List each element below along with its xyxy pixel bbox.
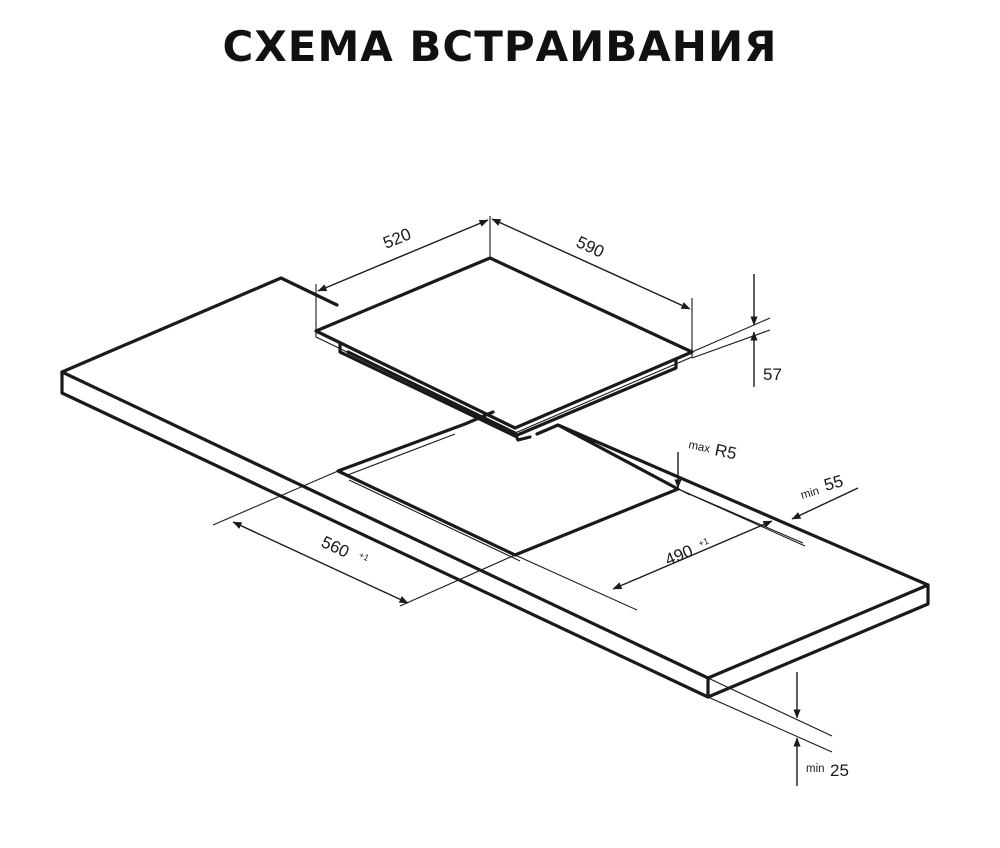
dim-front-gap: min 55 [677,471,859,547]
dim-worktop-thickness: min 25 [707,672,849,786]
dimension-line-590 [491,218,691,310]
radius-label: R5 [713,440,738,463]
hob-glass-top [314,256,694,430]
extension-line [514,488,804,611]
dim-cutout-depth: 490 +1 [514,488,804,611]
dim-label-590: 590 [573,232,607,261]
thickness-prefix: min [806,763,825,775]
dimension-line-520 [317,219,489,292]
hob-bottom [346,350,532,442]
dim-label-520: 520 [380,224,413,252]
worktop [60,276,930,699]
hob [314,256,694,442]
dimension-line-560 [232,521,409,604]
dim-tolerance-490: +1 [697,536,710,549]
front-gap-label: 55 [822,471,845,494]
worktop-side-edge [706,583,930,699]
radius-prefix: max [687,439,711,455]
extension-line [315,216,491,331]
extension-line [212,470,516,607]
dim-tolerance-560: +1 [357,550,371,563]
page-title: СХЕМА ВСТРАИВАНИЯ [222,22,778,71]
worktop-top-outline [60,276,930,680]
front-gap-prefix: min [800,485,821,502]
cutout-inner-edge [344,430,691,562]
dim-label-560: 560 [318,532,352,561]
dim-corner-radius: max R5 [674,439,738,489]
hob-glass-edge [315,331,693,434]
dim-hob-depth: 520 [315,216,491,331]
extension-line [691,317,771,359]
dim-label-490: 490 [662,541,696,570]
dim-hob-height: 57 [691,274,782,387]
thickness-label: 25 [830,761,849,780]
dim-hob-width: 590 [491,218,693,352]
hob-body [338,341,678,438]
worktop-front-edge [60,370,710,699]
dim-label-57: 57 [763,365,782,384]
front-gap-arrow [791,487,859,520]
extension-line [707,677,833,753]
dimension-line-490 [612,520,773,590]
